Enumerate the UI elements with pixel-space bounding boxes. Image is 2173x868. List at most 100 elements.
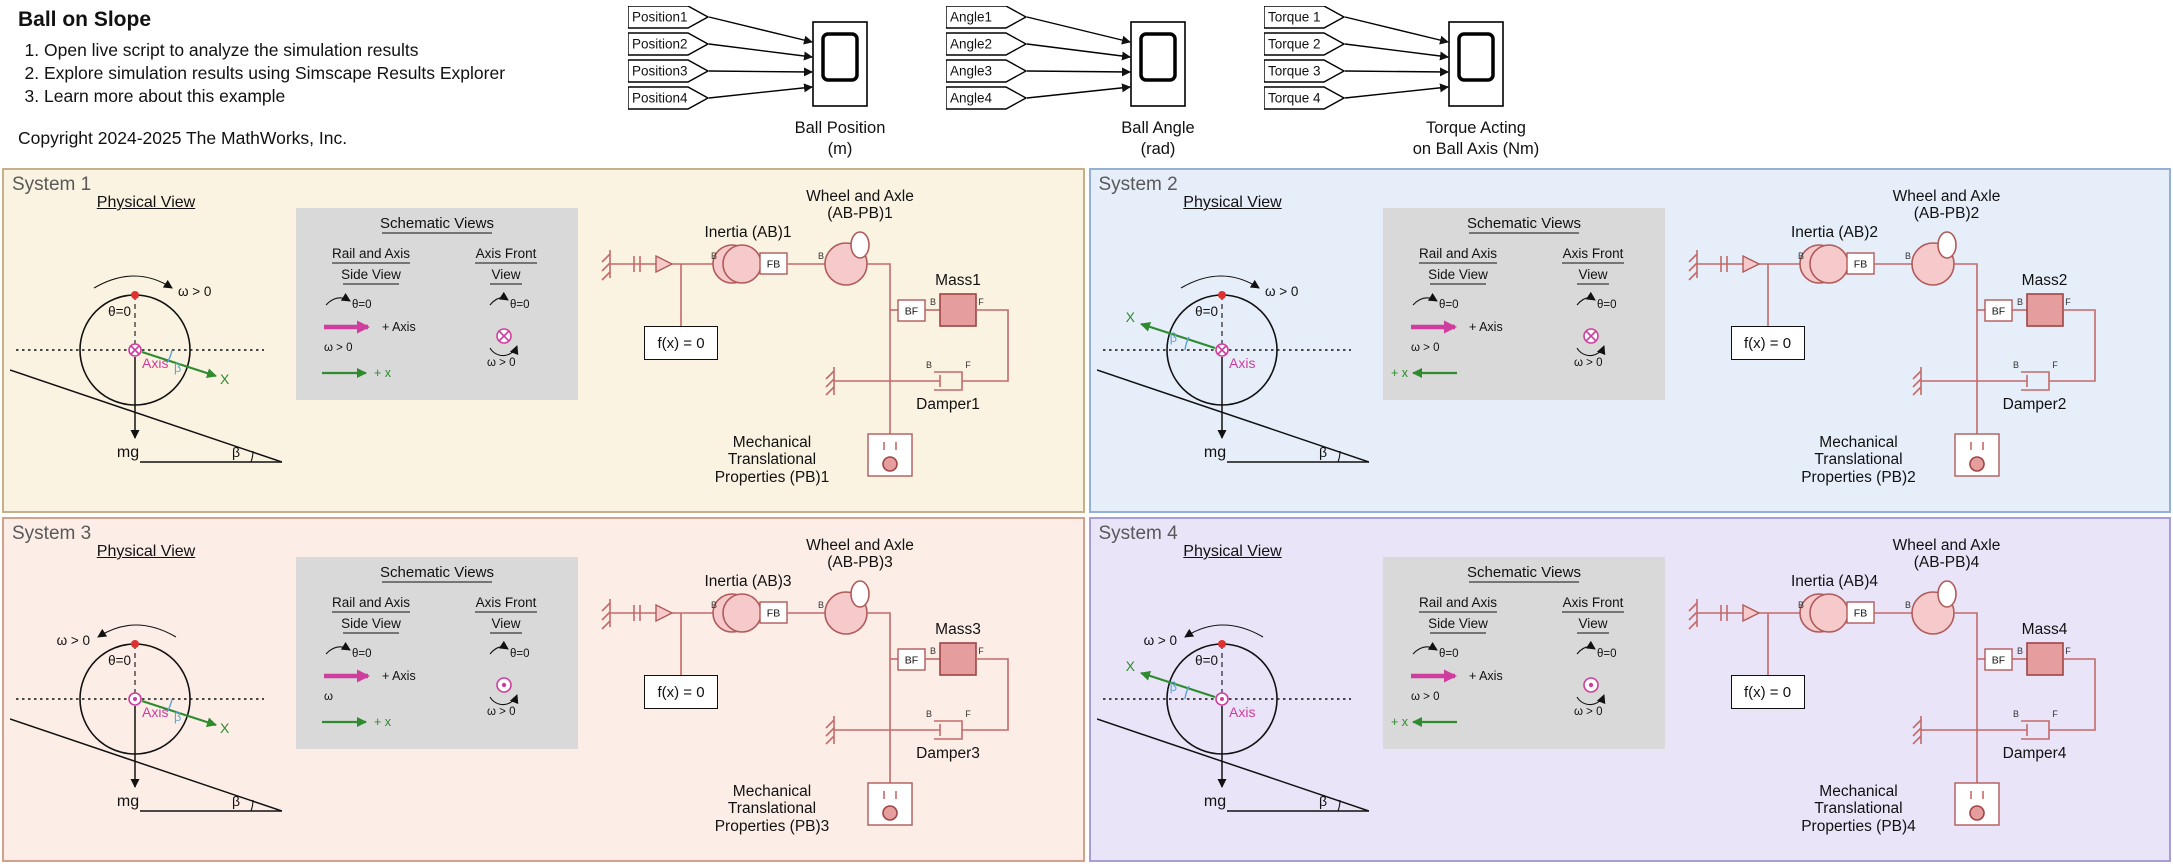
wheel-axle-block[interactable] [1910, 231, 1957, 286]
fb-port-label: FB [767, 259, 780, 271]
omega-label: ω > 0 [487, 357, 515, 369]
omega-arrow: ω > 0 [57, 624, 177, 648]
wheel-axle-block[interactable] [824, 580, 870, 635]
ratchet-element-icon[interactable] [1741, 603, 1761, 623]
mechanical-translational-properties-block[interactable] [1953, 782, 2000, 826]
input-tag[interactable]: Torque 2 [1263, 32, 1346, 56]
scope-block[interactable] [812, 21, 868, 107]
theta-arrow [1576, 291, 1596, 306]
schematic-views-title: Schematic Views [380, 215, 494, 232]
rotational-reference-block[interactable] [1687, 599, 1698, 630]
solver-configuration-block[interactable]: f(x) = 0 [644, 675, 718, 709]
mass-block[interactable] [939, 293, 977, 327]
input-tag[interactable]: Position1 [627, 5, 710, 29]
scope-label-line2: (rad) [1140, 139, 1176, 158]
translational-reference-block[interactable] [1911, 716, 1922, 745]
translational-reference-block[interactable] [1911, 367, 1922, 396]
physical-view: Physical View β θ=0 ω > 0 ω > 0 [1096, 194, 1369, 510]
translational-reference-block[interactable] [825, 367, 835, 396]
front-view-header: View [491, 616, 520, 631]
physical-connection [962, 309, 1009, 382]
input-tag[interactable]: Angle1 [945, 5, 1028, 29]
wheel-axle-label-line1: Wheel and Axle [1892, 537, 2001, 554]
input-tag[interactable]: Position4 [627, 86, 710, 110]
input-tag[interactable]: Position3 [627, 59, 710, 83]
mtp-label-line2: Translational [1814, 451, 1903, 469]
scope-group: Torque 1 Torque 2 Torque 3 Torque 4 [1263, 5, 1539, 166]
scope-block[interactable] [1130, 21, 1186, 107]
theta-zero-label: θ=0 [1195, 653, 1218, 668]
solver-configuration-block[interactable]: f(x) = 0 [1730, 675, 1805, 709]
mechanical-translational-properties-block[interactable] [1953, 433, 2000, 477]
ratchet-element-icon[interactable] [1741, 254, 1761, 274]
mg-label: mg [117, 793, 139, 810]
omega-label: ω > 0 [1574, 706, 1602, 718]
input-tag[interactable]: Angle4 [945, 86, 1028, 110]
solver-configuration-block[interactable]: f(x) = 0 [1730, 326, 1805, 360]
wheel-axle-label: Wheel and Axle (AB-PB)3 [780, 537, 940, 572]
wheel-axle-block[interactable] [1910, 580, 1957, 635]
theta-zero-label: θ=0 [510, 648, 530, 660]
plus-x-label: + x [374, 366, 392, 380]
signal-wire [1344, 83, 1449, 99]
inertia-block[interactable]: FB [1798, 593, 1875, 633]
rotational-reference-block[interactable] [601, 250, 611, 281]
inertia-block[interactable]: FB [712, 593, 788, 633]
port-label-b: B [926, 709, 932, 719]
scope-group: Position1 Position2 Position3 Position4 [627, 5, 885, 166]
beta-blue-label: β [1169, 331, 1176, 345]
omega-label: ω > 0 [1574, 357, 1602, 369]
red-marker-dot [131, 640, 139, 648]
instruction-step-1[interactable]: Open live script to analyze the simulati… [44, 39, 618, 62]
input-tag-label: Torque 4 [1268, 91, 1321, 106]
axis-front-icon [496, 677, 512, 693]
mtp-label: Mechanical Translational Properties (PB)… [1775, 434, 1943, 486]
scope-label: Ball Angle (rad) [1078, 118, 1238, 159]
input-tag[interactable]: Angle3 [945, 59, 1028, 83]
instruction-step-2[interactable]: Explore simulation results using Simscap… [44, 62, 618, 85]
model-annotation: Ball on Slope Open live script to analyz… [18, 8, 618, 149]
omega-label: ω > 0 [178, 284, 211, 299]
solver-configuration-block[interactable]: f(x) = 0 [644, 326, 718, 360]
physical-connection [962, 658, 1009, 731]
mass-block[interactable] [939, 642, 977, 676]
mass-label: Mass1 [935, 272, 981, 289]
beta-angle-arc [250, 450, 254, 463]
instruction-step-3[interactable]: Learn more about this example [44, 85, 618, 108]
mechanical-translational-properties-block[interactable] [867, 433, 913, 477]
input-tag[interactable]: Torque 4 [1263, 86, 1346, 110]
mass-block[interactable] [2025, 642, 2064, 676]
inertia-block[interactable]: FB [712, 244, 788, 284]
wheel-axle-label-line1: Wheel and Axle [806, 188, 914, 205]
inertia-block[interactable]: FB [1798, 244, 1875, 284]
plus-x-arrow: + x [322, 715, 392, 729]
mass-block[interactable] [2025, 293, 2064, 327]
theta-zero-label: θ=0 [352, 648, 372, 660]
bf-port-label: BF [905, 655, 918, 667]
theta-zero-label: θ=0 [108, 653, 131, 668]
rotational-reference-block[interactable] [1687, 250, 1698, 281]
input-tag[interactable]: Torque 1 [1263, 5, 1346, 29]
rotational-reference-block[interactable] [601, 599, 611, 630]
translational-reference-block[interactable] [825, 716, 835, 745]
ratchet-element-icon[interactable] [655, 603, 674, 623]
plus-axis-label: + Axis [382, 669, 416, 683]
plus-x-arrow: + x [322, 366, 392, 380]
slope-line [1096, 718, 1369, 812]
input-tag[interactable]: Position2 [627, 32, 710, 56]
mechanical-translational-properties-block[interactable] [867, 782, 913, 826]
ratchet-element-icon[interactable] [655, 254, 674, 274]
input-tag[interactable]: Torque 3 [1263, 59, 1346, 83]
wheel-axle-block[interactable] [824, 231, 870, 286]
input-tag[interactable]: Angle2 [945, 32, 1028, 56]
bf-port-label: BF [905, 306, 918, 318]
axis-front-icon [1582, 328, 1599, 344]
schematic-diagram: Schematic Views Rail and Axis Side View … [322, 564, 537, 729]
side-view-header: Side View [341, 267, 401, 282]
x-axis-arrow: β X [141, 349, 230, 387]
signal-wire [708, 43, 813, 61]
omega-arrow: ω > 0 [1180, 275, 1298, 299]
scope-block[interactable] [1448, 21, 1504, 107]
side-omega-label: ω > 0 [324, 342, 352, 354]
physical-view: Physical View β θ=0 ω > 0 ω > 0 [10, 543, 282, 859]
